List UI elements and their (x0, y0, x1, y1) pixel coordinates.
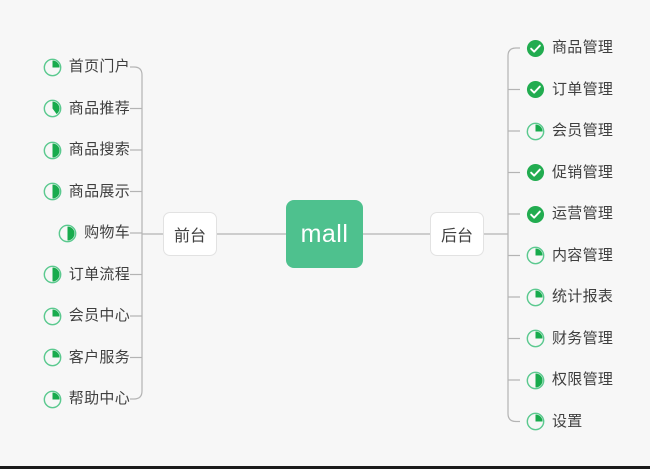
leaf-node-label: 内容管理 (552, 246, 614, 264)
pie-progress-icon (526, 122, 545, 140)
leaf-node[interactable]: 会员管理 (526, 118, 613, 144)
leaf-node[interactable]: 会员中心 (43, 303, 130, 329)
pie-progress-icon (526, 329, 545, 348)
leaf-node[interactable]: 商品展示 (43, 179, 130, 205)
leaf-node-label: 设置 (552, 412, 583, 430)
pie-progress-icon (526, 371, 545, 389)
branch-node-front[interactable]: 前台 (163, 212, 217, 256)
leaf-node-label: 会员管理 (552, 122, 614, 139)
leaf-node-label: 首页门户 (68, 58, 130, 75)
connector-path (507, 47, 517, 57)
pie-progress-icon (58, 224, 77, 242)
pie-progress-icon (43, 58, 62, 76)
leaf-node[interactable]: 设置 (526, 409, 583, 435)
leaf-node-label: 运营管理 (552, 205, 614, 222)
pie-progress-icon (43, 307, 62, 325)
pie-progress-icon (43, 99, 62, 118)
leaf-node[interactable]: 统计报表 (526, 284, 613, 310)
leaf-node-label: 商品推荐 (68, 99, 130, 117)
leaf-node[interactable]: 首页门户 (43, 54, 130, 80)
leaf-node-label: 商品展示 (68, 182, 130, 200)
leaf-node-label: 商品搜索 (68, 141, 130, 158)
pie-progress-icon (526, 246, 545, 265)
leaf-node-label: 客户服务 (68, 348, 130, 366)
leaf-node[interactable]: 帮助中心 (43, 386, 130, 412)
leaf-node-label: 购物车 (84, 224, 130, 241)
leaf-node-label: 商品管理 (552, 39, 614, 56)
connector-path (133, 66, 143, 76)
leaf-node-label: 财务管理 (552, 329, 614, 347)
leaf-node-label: 统计报表 (552, 288, 614, 305)
leaf-node-label: 订单流程 (68, 265, 130, 283)
leaf-node-label: 促销管理 (552, 163, 614, 181)
leaf-node-label: 会员中心 (68, 307, 130, 324)
leaf-node[interactable]: 订单流程 (43, 262, 130, 288)
leaf-node[interactable]: 权限管理 (526, 367, 613, 393)
leaf-node[interactable]: 客户服务 (43, 345, 130, 371)
pie-progress-icon (43, 141, 62, 159)
pie-progress-icon (43, 348, 62, 367)
pie-progress-icon (526, 412, 545, 431)
pie-progress-icon (526, 288, 545, 306)
leaf-node[interactable]: 内容管理 (526, 243, 613, 269)
check-circle-icon (526, 39, 545, 57)
check-circle-icon (526, 163, 545, 182)
leaf-node[interactable]: 订单管理 (526, 77, 613, 103)
check-circle-icon (526, 205, 545, 223)
leaf-node-label: 帮助中心 (68, 390, 130, 407)
connector-path (133, 390, 143, 400)
branch-node-front-label: 前台 (173, 228, 206, 245)
center-node-mall[interactable]: mall (286, 200, 363, 268)
leaf-node[interactable]: 购物车 (58, 220, 130, 246)
leaf-node[interactable]: 运营管理 (526, 201, 613, 227)
branch-node-back-label: 后台 (440, 228, 473, 245)
check-circle-icon (526, 80, 545, 99)
leaf-node-label: 订单管理 (552, 80, 614, 98)
pie-progress-icon (43, 390, 62, 408)
leaf-node-label: 权限管理 (552, 371, 614, 388)
leaf-node[interactable]: 促销管理 (526, 160, 613, 186)
leaf-node[interactable]: 财务管理 (526, 326, 613, 352)
leaf-node[interactable]: 商品管理 (526, 35, 613, 61)
branch-node-back[interactable]: 后台 (430, 212, 484, 256)
connector-path (507, 413, 517, 423)
pie-progress-icon (43, 265, 62, 284)
leaf-node[interactable]: 商品搜索 (43, 137, 130, 163)
center-node-label: mall (300, 219, 349, 248)
pie-progress-icon (43, 182, 62, 201)
leaf-node[interactable]: 商品推荐 (43, 96, 130, 122)
